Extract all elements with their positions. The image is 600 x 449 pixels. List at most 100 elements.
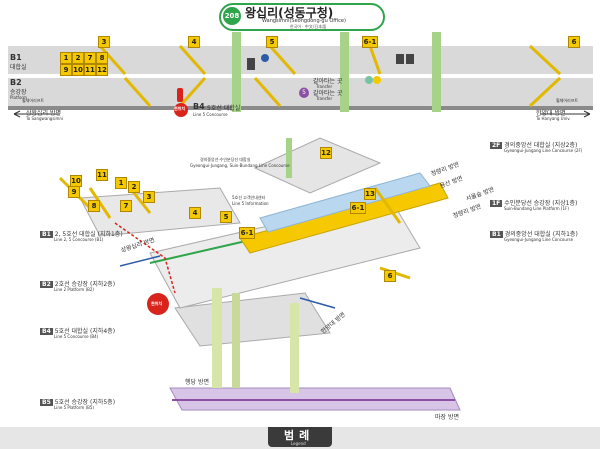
exit-4-top: 4 (188, 36, 200, 48)
b4-code: B4 (193, 102, 205, 111)
exit-10: 10 (72, 64, 84, 76)
here-pin-section (147, 293, 169, 315)
sec-exit-5: 5 (220, 211, 232, 223)
lvl-1f-en: Suin-Bundang Line Platform (1F) (504, 206, 569, 211)
top-floor-plan (8, 32, 593, 118)
dir-right: 한양대 방면 (536, 110, 566, 117)
sec-exit-6: 6 (384, 270, 396, 282)
top-note: 경의중앙선·수인분당선 대합실 (200, 157, 251, 162)
sec-dir-haengdang: 행당 방면 (185, 379, 209, 386)
concourse-2f (253, 137, 382, 194)
restroom-icon-2 (406, 54, 414, 64)
arrow-hanyang (299, 297, 336, 309)
sec-exit-6-1: 6-1 (239, 227, 255, 239)
exit-12: 12 (96, 64, 108, 76)
b2-track (8, 106, 593, 110)
dir-left: 상왕십리 방면 (26, 110, 62, 117)
shaft-a (212, 288, 222, 388)
here-pin-top (174, 103, 188, 117)
exit-2: 2 (72, 52, 84, 64)
dir-right-en: To Hanyang Univ. (536, 116, 571, 121)
sec-exit-9: 9 (68, 186, 80, 198)
exit-5-top: 5 (266, 36, 278, 48)
transfer-label-1: 갈아타는 곳 (313, 78, 343, 85)
section-view (58, 137, 461, 411)
exit-1: 1 (60, 52, 72, 64)
sec-exit-12: 12 (320, 147, 332, 159)
lvl-b5-en: Line 5 Platform (B5) (54, 405, 94, 410)
station-name: 왕십리(성동구청) (245, 6, 334, 20)
sec-exit-2: 2 (128, 181, 140, 193)
sec-exit-1: 1 (115, 177, 127, 189)
b4-name-en: Line 5 Concourse (193, 112, 228, 117)
line2-badge: 208 (223, 7, 241, 25)
legend-pill[interactable] (268, 427, 332, 447)
b1-code: B1 (10, 53, 22, 62)
legend-title: 범례 (284, 429, 315, 442)
station-title-pill (219, 3, 385, 31)
lvl-b4-en: Line 5 Concourse (B4) (54, 334, 99, 339)
here-section-label: 현위치 (151, 301, 163, 306)
line5-info-en: Line 5 Information (232, 201, 269, 206)
lvl-b2-en: Line 2 Platform (B2) (54, 287, 94, 292)
sec-exit-11: 11 (96, 169, 108, 181)
b2-name-en: Platform (10, 95, 27, 100)
elevator-icon (247, 58, 255, 70)
b1-name: 대합실 (10, 64, 27, 71)
shaft-top (286, 138, 292, 178)
escalators (98, 44, 562, 108)
transfer-label-2: 갈아타는 곳 (313, 90, 343, 97)
sec-exit-7: 7 (120, 200, 132, 212)
wheelchair-right: 휠체어리프트 (556, 98, 579, 103)
here-top-label: 현위치 (174, 106, 186, 111)
sec-exit-4: 4 (189, 207, 201, 219)
transfer-en-1: Transfer (316, 84, 333, 89)
exit-7: 7 (84, 52, 96, 64)
shaft-b (232, 293, 240, 388)
line5-badge: 5 (299, 88, 309, 98)
lvl-b1-right-en: Gyeongui-Jungang Line Concourse (504, 237, 574, 242)
exit-6-1-top: 6-1 (362, 36, 378, 48)
legend-title-en: Legend (291, 441, 306, 446)
gyeongui-transfer-icon (365, 76, 373, 84)
transfer-shaft-1 (232, 32, 241, 112)
exit-3-top: 3 (98, 36, 110, 48)
route-path (114, 222, 176, 294)
dir-left-en: To Sangwangsimni (26, 116, 64, 121)
sec-dir-majang: 마장 방면 (435, 414, 459, 421)
top-note-en: Gyeongui-Jungang, Suin-Bundang Line Conc… (190, 163, 290, 168)
exit-9: 9 (60, 64, 72, 76)
b2-name: 승강장 (10, 89, 27, 96)
transfer-shaft-2 (340, 32, 349, 112)
station-name-en: Wangsimni(Seongdong-gu Office) (262, 18, 346, 24)
wheelchair-left: 휠체어리프트 (22, 98, 45, 103)
sec-exit-13: 13 (364, 188, 376, 200)
arrow-sangwang (119, 255, 161, 267)
restroom-icon-1 (396, 54, 404, 64)
exit-11: 11 (84, 64, 96, 76)
transfer-en-2: Transfer (316, 96, 333, 101)
station-name-sub: 한국어 · 中文/日本語 (290, 24, 327, 29)
exit-6-top: 6 (568, 36, 580, 48)
shaft-c (290, 303, 299, 393)
exit-8: 8 (96, 52, 108, 64)
lvl-b1-en: Line 2, 5 Concourse (B1) (54, 237, 104, 242)
person-icon (177, 88, 183, 102)
lvl-2f-en: Gyeongui-Jungang Line Concourse (2F) (504, 148, 583, 153)
b2-code: B2 (10, 78, 22, 87)
transfer-shaft-3 (432, 32, 441, 112)
sec-exit-8: 8 (88, 200, 100, 212)
b4-name: 5호선 대합실 (207, 105, 241, 112)
sec-exit-6-1b: 6-1 (350, 202, 366, 214)
info-icon (261, 54, 269, 62)
suin-transfer-icon (373, 76, 381, 84)
line5-info: 5호선 고객안내센터 (232, 195, 266, 200)
sec-exit-3: 3 (143, 191, 155, 203)
